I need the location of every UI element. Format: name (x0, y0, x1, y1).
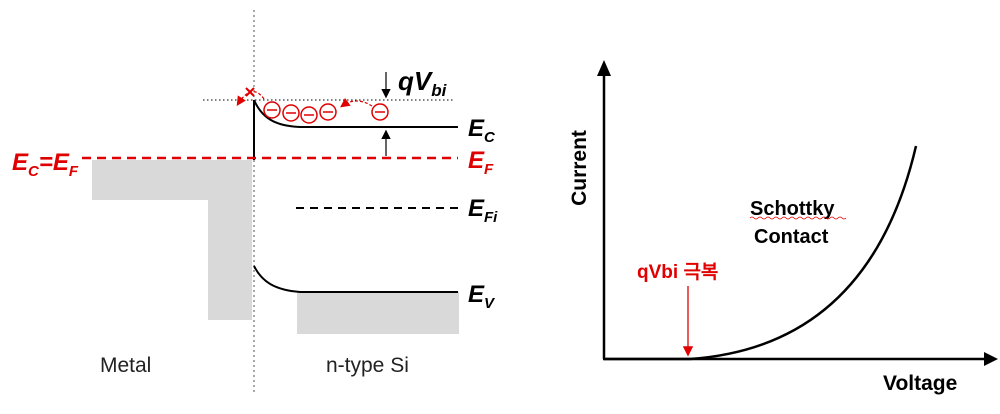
ev-label: EV (468, 281, 496, 312)
cross-icon (245, 87, 255, 97)
electron (282, 104, 300, 122)
electron (371, 103, 389, 121)
electron-motion-arrow (340, 97, 373, 108)
conduction-band-edge (253, 99, 458, 128)
efi-label: EFi (468, 195, 498, 226)
ec-equals-ef-label: EC=EF (12, 149, 79, 180)
valence-band-edge (253, 265, 458, 293)
valence-band-fill (297, 292, 459, 334)
threshold-label: qVbi 극복 (637, 261, 718, 283)
x-axis-label: Voltage (883, 372, 957, 395)
curve-label-line2: Contact (754, 226, 829, 248)
spellcheck-underline (749, 216, 847, 220)
semiconductor-label: n-type Si (326, 354, 409, 377)
y-axis-arrowhead (597, 60, 611, 76)
metal-label: Metal (100, 354, 151, 377)
ef-label: EF (468, 147, 494, 178)
band-diagram: EC=EF qVbi EC EF EFi EV Metal n-type Si (12, 10, 498, 392)
metal-filled-states (92, 160, 252, 320)
iv-graph: Current Voltage Schottky Contact qVbi 극복 (568, 60, 998, 395)
ec-label: EC (468, 115, 496, 146)
iv-curve (604, 145, 918, 361)
x-axis-arrowhead (984, 352, 998, 366)
electron (263, 101, 281, 119)
curve-label-line1: Schottky (750, 198, 835, 220)
qvbi-label: qVbi (398, 66, 448, 100)
electrons (263, 101, 389, 124)
electron (300, 106, 318, 124)
y-axis-label: Current (568, 130, 591, 206)
electron (319, 103, 337, 121)
